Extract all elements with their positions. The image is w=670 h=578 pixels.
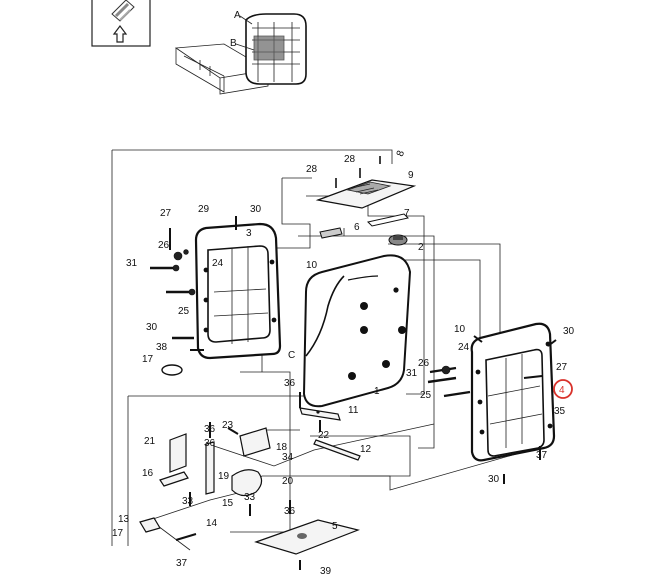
callout-9[interactable]: 9 [408, 170, 414, 181]
callout-33b[interactable]: 33 [244, 492, 256, 503]
callout-11[interactable]: 11 [348, 405, 359, 416]
callout-31b[interactable]: 31 [406, 368, 418, 379]
callout-17a[interactable]: 17 [142, 354, 154, 365]
callout-labels: 1 2 3 4 5 6 7 8 9 10 10 11 12 13 14 15 1… [112, 149, 575, 577]
left-fasteners [150, 216, 237, 376]
callout-12[interactable]: 12 [360, 444, 372, 455]
callout-34[interactable]: 34 [282, 452, 294, 463]
top-panels [315, 156, 417, 246]
callout-15[interactable]: 15 [222, 498, 234, 509]
lower-components [139, 422, 360, 570]
callout-28a[interactable]: 28 [306, 164, 318, 175]
callout-A: A [234, 10, 241, 21]
callout-29[interactable]: 29 [198, 204, 210, 215]
callout-5[interactable]: 5 [332, 521, 338, 532]
callout-26a[interactable]: 26 [158, 240, 170, 251]
callout-4[interactable]: 4 [559, 385, 565, 396]
callout-26b[interactable]: 26 [418, 358, 430, 369]
callout-30d[interactable]: 30 [488, 474, 500, 485]
callout-B: B [230, 38, 237, 49]
callout-14[interactable]: 14 [206, 518, 218, 529]
callout-20[interactable]: 20 [282, 476, 294, 487]
callout-30c[interactable]: 30 [563, 326, 575, 337]
callout-25b[interactable]: 25 [420, 390, 432, 401]
callout-17b[interactable]: 17 [112, 528, 124, 539]
key-tag-icon [111, 0, 135, 22]
callout-2[interactable]: 2 [418, 242, 424, 253]
callout-1[interactable]: 1 [374, 386, 380, 397]
callout-10a[interactable]: 10 [306, 260, 318, 271]
callout-23[interactable]: 23 [222, 420, 234, 431]
callout-16[interactable]: 16 [142, 468, 154, 479]
callout-36d[interactable]: 36 [284, 506, 296, 517]
callout-33a[interactable]: 33 [182, 496, 194, 507]
callout-8[interactable]: 8 [395, 149, 407, 158]
callout-C[interactable]: C [288, 350, 295, 361]
callout-36a[interactable]: 36 [284, 378, 296, 389]
callout-27a[interactable]: 27 [160, 208, 172, 219]
fuel-tank [302, 254, 412, 408]
overview-cab-illustration [174, 13, 307, 95]
brackets [299, 392, 361, 461]
callout-38[interactable]: 38 [156, 342, 168, 353]
callout-10b[interactable]: 10 [454, 324, 466, 335]
callout-31a[interactable]: 31 [126, 258, 138, 269]
callout-18[interactable]: 18 [276, 442, 288, 453]
callout-21[interactable]: 21 [144, 436, 156, 447]
callout-37a[interactable]: 37 [176, 558, 188, 569]
up-arrow-icon [112, 25, 128, 43]
left-side-frame [194, 222, 282, 360]
callout-6[interactable]: 6 [354, 222, 360, 233]
index-box[interactable] [91, 0, 151, 47]
callout-3[interactable]: 3 [246, 228, 252, 239]
callout-30a[interactable]: 30 [250, 204, 262, 215]
right-fasteners [427, 335, 557, 484]
callout-22[interactable]: 22 [318, 430, 330, 441]
callout-36b[interactable]: 36 [204, 424, 216, 435]
callout-39[interactable]: 39 [320, 566, 332, 577]
callout-13[interactable]: 13 [118, 514, 130, 525]
callout-25a[interactable]: 25 [178, 306, 190, 317]
right-side-frame [470, 322, 556, 462]
highlight-ring [553, 379, 573, 399]
callout-28b[interactable]: 28 [344, 154, 356, 165]
callout-30b[interactable]: 30 [146, 322, 158, 333]
callout-24b[interactable]: 24 [458, 342, 470, 353]
callout-37b[interactable]: 37 [536, 450, 548, 461]
callout-19[interactable]: 19 [218, 471, 230, 482]
callout-27b[interactable]: 27 [556, 362, 568, 373]
callout-36c[interactable]: 36 [204, 438, 216, 449]
callout-7[interactable]: 7 [404, 208, 410, 219]
callout-35[interactable]: 35 [554, 406, 566, 417]
callout-24a[interactable]: 24 [212, 258, 224, 269]
